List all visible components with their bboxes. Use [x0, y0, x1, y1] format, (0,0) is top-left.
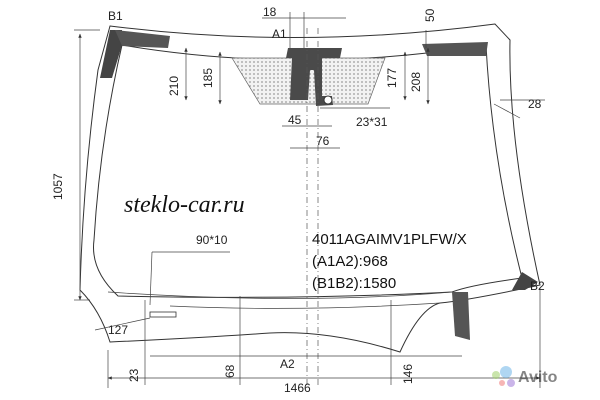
point-a1: A1: [272, 27, 287, 41]
avito-logo-text: Avito: [518, 369, 558, 386]
lower-band-line: [107, 291, 453, 299]
point-b1: B1: [108, 9, 123, 23]
dim-208: 208: [409, 72, 423, 92]
dim-23x31: 23*31: [356, 115, 388, 129]
dim-127: 127: [108, 323, 128, 337]
dim-210: 210: [167, 76, 181, 96]
corner-block-b2: [512, 272, 538, 290]
corner-block-b1-top: [115, 30, 170, 48]
dim-50: 50: [423, 8, 437, 22]
b1b2-length: (B1B2):1580: [312, 275, 396, 292]
dim-90x10: 90*10: [196, 233, 228, 247]
dim-1466: 1466: [284, 381, 311, 395]
mirror-mount-block: [286, 48, 342, 106]
dim-28: 28: [528, 97, 542, 111]
dim-177: 177: [385, 68, 399, 88]
dim-1057: 1057: [51, 173, 65, 200]
a1a2-length: (A1A2):968: [312, 253, 388, 270]
watermark-text: steklo-car.ru: [124, 192, 245, 218]
dim-146: 146: [401, 364, 415, 384]
dim-76: 76: [316, 134, 330, 148]
glass-outer-outline: [79, 23, 541, 353]
sensor-hole: [323, 95, 333, 105]
point-b2: B2: [530, 279, 545, 293]
lower-band-line-2: [169, 302, 441, 309]
corner-block-bottom-right: [452, 292, 470, 340]
dim-45: 45: [288, 113, 302, 127]
dim-185: 185: [201, 68, 215, 88]
notch-90x10: [149, 311, 177, 318]
corner-block-b1: [100, 30, 122, 78]
corner-block-top-right: [422, 42, 488, 56]
dim-68: 68: [223, 364, 237, 378]
dim-18: 18: [263, 5, 277, 19]
dim-23: 23: [127, 368, 141, 382]
part-number: 4011AGAIMV1PLFW/X: [312, 231, 467, 248]
avito-logo: Avito: [492, 366, 558, 387]
point-a2: A2: [280, 357, 295, 371]
